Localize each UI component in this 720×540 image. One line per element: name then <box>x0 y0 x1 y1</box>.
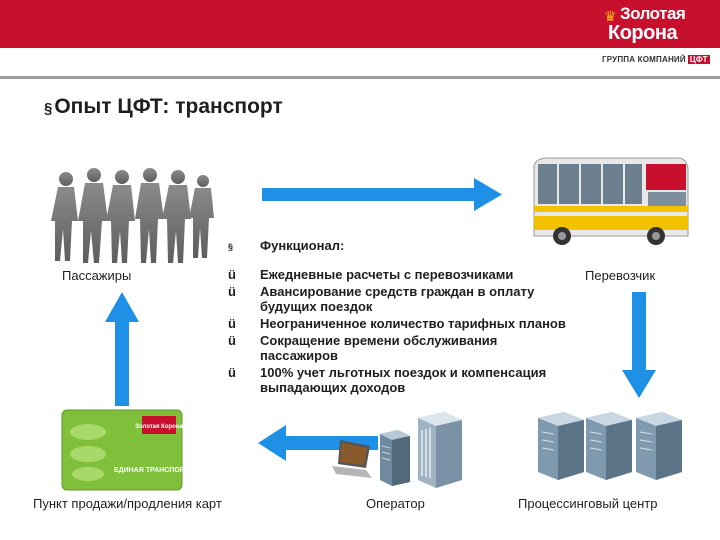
bus-icon <box>533 157 689 245</box>
list-item: ü 100% учет льготных поездок и компенсаци… <box>228 365 608 395</box>
server-icon <box>586 412 632 480</box>
list-item: ü Сокращение времени обслуживания пассажи… <box>228 333 608 363</box>
functions-list: § Функционал: ü Ежедневные расчеты с перев… <box>228 238 608 397</box>
list-item: ü Авансирование средств граждан в оплату … <box>228 284 608 314</box>
people-icon <box>51 168 214 263</box>
check-icon: ü <box>228 365 236 380</box>
list-item-text: Ежедневные расчеты с перевозчиками <box>260 267 514 282</box>
check-icon: ü <box>228 316 236 331</box>
operator-label: Оператор <box>366 496 425 511</box>
passengers-label: Пассажиры <box>62 268 132 283</box>
server-icon <box>636 412 682 480</box>
group-badge: ЦФТ <box>687 55 710 64</box>
zolotaya-korona-logo: ♛ Золотая Корона <box>598 0 702 48</box>
transport-card-icon: Золотая Корона ЕДИНАЯ ТРАНСПОРТНАЯ КАРТА <box>61 409 228 491</box>
list-item-text: Авансирование средств граждан в оплату б… <box>260 284 535 314</box>
check-icon: ü <box>228 333 236 348</box>
server-icon <box>380 430 410 486</box>
functions-heading-text: Функционал: <box>260 238 345 253</box>
slide-title: §Опыт ЦФТ: транспорт <box>44 95 283 119</box>
arrow-down-icon <box>622 292 656 398</box>
laptop-icon <box>332 440 372 478</box>
card-caption-text: ЕДИНАЯ ТРАНСПОРТНАЯ КАРТА <box>114 467 228 474</box>
arrow-right-icon <box>262 178 502 211</box>
arrow-up-icon <box>105 292 139 406</box>
heading-bullet: § <box>228 242 234 252</box>
list-item: ü Ежедневные расчеты с перевозчиками <box>228 267 608 282</box>
header-divider <box>0 76 720 79</box>
list-item-text: Сокращение времени обслуживания пассажир… <box>260 333 498 363</box>
functions-heading: § Функционал: <box>228 238 608 253</box>
logo-line2: Корона <box>608 22 678 44</box>
check-icon: ü <box>228 267 236 282</box>
crown-icon: ♛ <box>604 8 617 24</box>
processing-center-label: Процессинговый центр <box>518 496 658 511</box>
server-icon <box>418 412 462 488</box>
title-bullet: § <box>44 100 53 117</box>
list-item: ü Неограниченное количество тарифных план… <box>228 316 608 331</box>
group-label: ГРУППА КОМПАНИЙ <box>602 55 686 64</box>
carrier-label: Перевозчик <box>585 268 656 283</box>
title-text: Опыт ЦФТ: транспорт <box>54 95 283 118</box>
list-item-text: 100% учет льготных поездок и компенсация… <box>260 365 547 395</box>
check-icon: ü <box>228 284 236 299</box>
list-item-text: Неограниченное количество тарифных плано… <box>260 316 566 331</box>
server-icon <box>538 412 584 480</box>
logo-line1: Золотая <box>620 4 686 23</box>
card-brand-text: Золотая Корона <box>135 424 183 430</box>
point-of-sale-label: Пункт продажи/продления карт <box>33 496 222 511</box>
